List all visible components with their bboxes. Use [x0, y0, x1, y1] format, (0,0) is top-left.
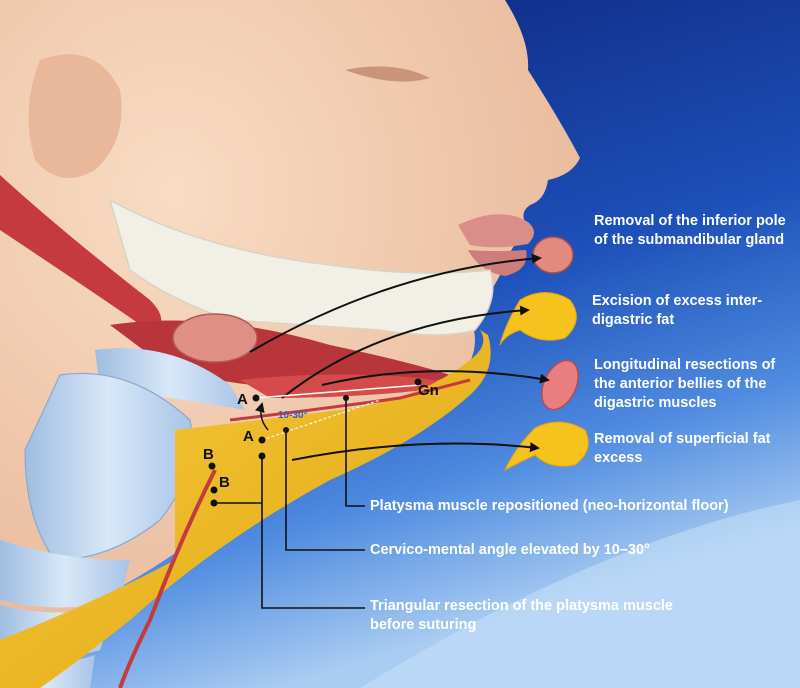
point-a1-marker — [252, 394, 260, 402]
point-b1-marker — [208, 462, 216, 470]
platysma-line — [229, 378, 471, 422]
ear — [28, 54, 122, 178]
background-glow — [360, 500, 800, 688]
leader-platysma — [345, 398, 365, 507]
point-a2-marker — [258, 436, 266, 444]
point-b1-label: B — [203, 446, 214, 463]
angle-arc — [254, 402, 269, 431]
point-a-lower-marker — [258, 452, 266, 460]
trachea-ring-1 — [0, 540, 130, 608]
gland-specimen-icon — [532, 236, 574, 274]
point-b-lower-marker — [210, 499, 218, 507]
point-gn-label: Gn — [418, 382, 439, 399]
arrow-submandibular — [249, 253, 542, 353]
label-superficial-fat: Removal of superficial fat excess — [594, 431, 771, 466]
label-platysma-repositioned: Platysma muscle repositioned (neo-horizo… — [370, 498, 729, 514]
stylohyoid-muscle — [0, 175, 162, 335]
submandibular-gland — [172, 313, 258, 363]
thyroid-cartilage — [24, 372, 193, 561]
eye — [345, 66, 430, 82]
platysma-reference-line — [255, 384, 421, 399]
digastric-anterior-belly — [240, 374, 460, 398]
arrow-digastric — [321, 370, 550, 386]
point-gn-marker — [414, 378, 422, 386]
platysma-anchor-marker — [343, 395, 349, 401]
angle-anchor-marker — [283, 427, 289, 433]
label-submandibular-removal: Removal of the inferior pole of the subm… — [594, 213, 786, 248]
leader-cervico-mental — [285, 430, 365, 551]
arrow-interdigastric — [281, 305, 530, 399]
fat-specimen-icon — [499, 292, 577, 346]
arrow-superficial-fat — [291, 442, 540, 461]
point-b2-label: B — [219, 474, 230, 491]
label-triangular-resection: Triangular resection of the platysma mus… — [370, 598, 673, 633]
hyoid-cartilage — [95, 348, 245, 410]
superficial-fat-specimen-icon — [503, 421, 589, 472]
point-b2-marker — [210, 486, 218, 494]
angle-reference-line — [261, 399, 381, 441]
upper-lip — [458, 214, 534, 248]
label-digastric-resection: Longitudinal resections of the anterior … — [594, 357, 776, 411]
leader-triangular — [261, 456, 365, 609]
angle-value-label: 10-30° — [278, 410, 308, 421]
point-a2-label: A — [243, 428, 254, 445]
platysma-lateral-band — [118, 469, 217, 688]
subcutaneous-fat — [0, 330, 491, 688]
point-a1-label: A — [237, 391, 248, 408]
label-interdigastric-fat: Excision of excess inter-digastric fat — [592, 293, 763, 328]
label-cervico-mental-angle: Cervico-mental angle elevated by 10–30° — [370, 542, 650, 558]
